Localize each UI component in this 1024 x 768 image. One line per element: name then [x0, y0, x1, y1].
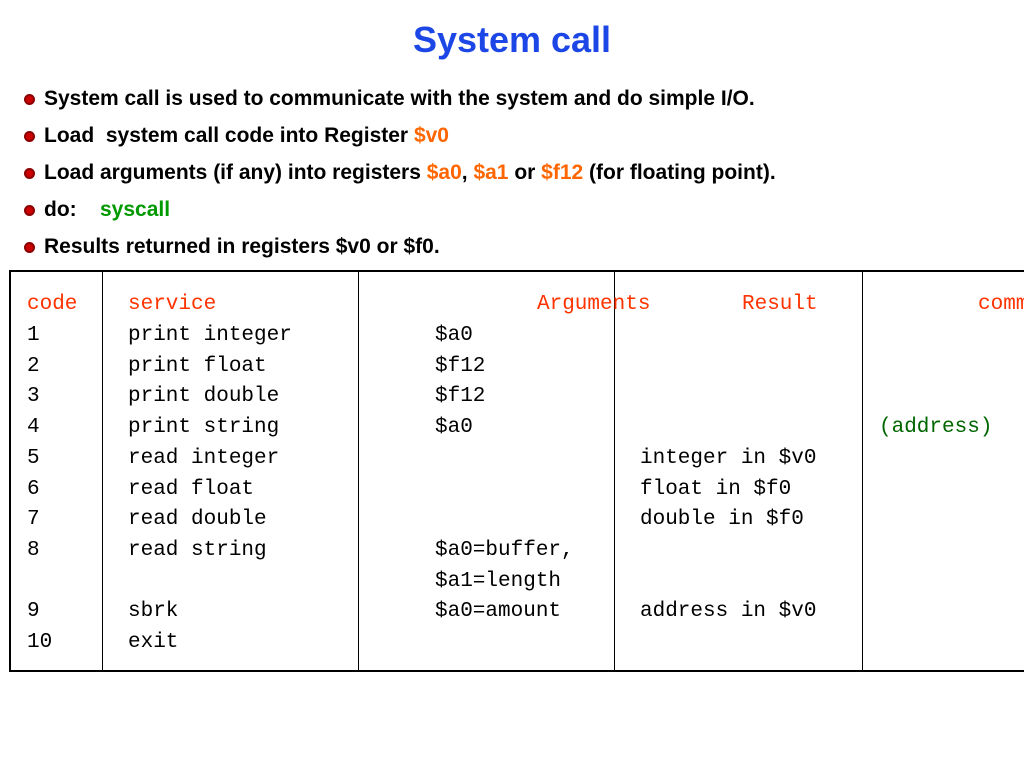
header-comment: comment — [978, 293, 1024, 316]
bullet-icon — [24, 242, 35, 253]
column-divider — [862, 272, 863, 670]
bullet-list: System call is used to communicate with … — [24, 80, 1014, 265]
cell-code: 7 — [27, 508, 40, 532]
cell-result: integer in $v0 — [640, 446, 817, 470]
bullet-icon — [24, 94, 35, 105]
bullet-text-part: or — [508, 161, 542, 184]
bullet-item: Load system call code into Register $v0 — [24, 117, 1014, 154]
cell-code: 6 — [27, 477, 40, 501]
cell-service: read float — [128, 477, 255, 501]
cell-code: 9 — [27, 600, 40, 624]
cell-result: float in $f0 — [640, 477, 792, 501]
cell-arguments: $f12 — [435, 354, 486, 378]
bullet-text-part: Load system call code into Register — [44, 124, 414, 147]
bullet-text: Load arguments (if any) into registers $… — [44, 154, 776, 191]
highlight-text: $f12 — [541, 161, 584, 184]
cell-service: print double — [128, 385, 280, 409]
cell-arguments: $a0 — [435, 324, 473, 347]
cell-code: 2 — [27, 354, 40, 378]
bullet-text-part: System call is used to communicate with … — [44, 87, 755, 110]
bullet-text-part: do: — [44, 198, 100, 221]
cell-arguments: $a1=length — [435, 569, 562, 593]
bullet-text-part: Load arguments (if any) into registers — [44, 161, 427, 184]
cell-service: print integer — [128, 324, 292, 347]
bullet-text-part: , — [461, 161, 474, 184]
cell-code: 1 — [27, 324, 40, 347]
header-result: Result — [742, 293, 818, 316]
cell-service: exit — [128, 631, 179, 654]
highlight-text: $v0 — [413, 124, 449, 147]
cell-code: 10 — [27, 631, 53, 654]
cell-code: 8 — [27, 538, 40, 562]
cell-note: (address) — [879, 416, 993, 440]
bullet-text: Results returned in registers $v0 or $f0… — [44, 228, 440, 265]
bullet-icon — [24, 205, 35, 216]
bullet-text: Load system call code into Register $v0 — [44, 117, 449, 154]
cell-service: read integer — [128, 446, 280, 470]
bullet-text-part: Results returned in registers $v0 or $f0… — [44, 235, 440, 258]
cell-arguments: $a0=amount — [435, 600, 562, 624]
cell-code: 3 — [27, 385, 40, 409]
bullet-icon — [24, 131, 35, 142]
column-divider — [358, 272, 359, 670]
slide-title: System call — [412, 19, 612, 60]
cell-arguments: $a0=buffer, — [435, 538, 574, 562]
cell-service: print float — [128, 354, 267, 378]
bullet-item: Results returned in registers $v0 or $f0… — [24, 228, 1014, 265]
bullet-item: System call is used to communicate with … — [24, 80, 1014, 117]
syscall-table: code service Arguments Result comment 1 p… — [9, 270, 1024, 672]
highlight-text: $a0 — [426, 161, 462, 184]
cell-result: address in $v0 — [640, 600, 817, 624]
highlight-text: syscall — [100, 198, 171, 221]
bullet-icon — [24, 168, 35, 179]
column-divider — [102, 272, 103, 670]
cell-code: 5 — [27, 446, 40, 470]
column-divider — [614, 272, 615, 670]
header-arguments: Arguments — [537, 293, 651, 316]
header-service: service — [128, 293, 217, 316]
cell-arguments: $a0 — [435, 416, 473, 440]
cell-service: sbrk — [128, 600, 179, 624]
cell-code: 4 — [27, 416, 40, 440]
bullet-text: do: syscall — [44, 191, 170, 228]
cell-service: print string — [128, 416, 280, 440]
cell-service: read string — [128, 538, 267, 562]
bullet-item: do: syscall — [24, 191, 1014, 228]
bullet-item: Load arguments (if any) into registers $… — [24, 154, 1014, 191]
bullet-text-part: (for floating point). — [583, 161, 776, 184]
header-code: code — [27, 293, 78, 316]
highlight-text: $a1 — [473, 161, 509, 184]
cell-service: read double — [128, 508, 267, 532]
bullet-text: System call is used to communicate with … — [44, 80, 755, 117]
cell-result: double in $f0 — [640, 508, 804, 532]
cell-arguments: $f12 — [435, 385, 486, 409]
